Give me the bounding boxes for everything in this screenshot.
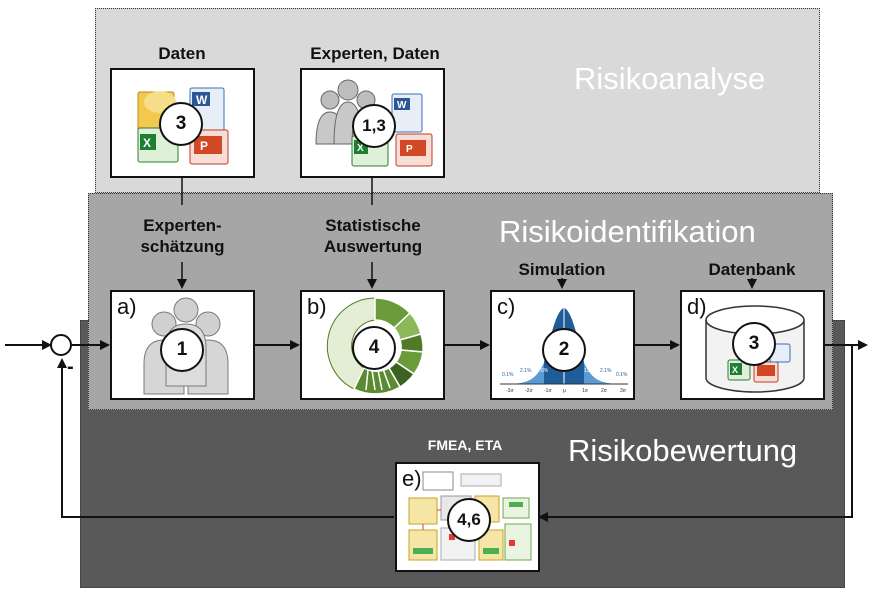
donut-chart-icon: [326, 297, 424, 395]
svg-text:X: X: [357, 143, 364, 154]
label-experten-daten: Experten, Daten: [310, 44, 440, 63]
feedback-in-arrow: [538, 345, 853, 522]
box-letter-a: a): [117, 294, 137, 319]
svg-text:W: W: [397, 100, 407, 111]
process-box-a: a) 1: [110, 290, 255, 400]
heading-fmea-eta: FMEA, ETA: [427, 437, 503, 453]
number-badge-e: 4,6: [447, 498, 491, 542]
pct-mid-right: 13.6%: [584, 368, 599, 374]
number-badge-c: 2: [542, 328, 586, 372]
box-letter-d: d): [687, 294, 707, 319]
pct-right-inner: 2.1%: [600, 368, 612, 374]
pct-mid-left: 13.6%: [534, 368, 549, 374]
svg-text:X: X: [732, 365, 738, 375]
process-box-c: c) 0.1% 2.1% 13.6% 13.6% 2.1% 0.1% -3σ -2…: [490, 290, 635, 400]
svg-text:P: P: [406, 144, 413, 155]
svg-text:X: X: [143, 136, 151, 150]
zone-title-identifikation: Risikoidentifikation: [499, 214, 756, 249]
junction-minus-sign: -: [67, 356, 74, 378]
label-daten: Daten: [158, 44, 206, 63]
number-badge-b: 4: [352, 326, 396, 370]
feedback-out-arrow: [57, 358, 394, 518]
process-box-e: e) 4,6: [395, 462, 540, 572]
pct-right-outer: 0.1%: [616, 372, 628, 378]
distribution-tick-label: -2σ: [525, 388, 533, 394]
method-line-2: schätzung: [140, 237, 225, 256]
box-letter-c: c): [497, 294, 516, 319]
heading-datenbank: Datenbank: [708, 260, 796, 279]
distribution-tick-label: -3σ: [506, 388, 514, 394]
number-badge-d: 3: [732, 322, 776, 366]
method-line-1: Experten-: [143, 216, 222, 235]
zone-title-analyse: Risikoanalyse: [574, 61, 766, 96]
distribution-tick-label: -1σ: [544, 388, 552, 394]
number-badge-experten-daten: 1,3: [352, 104, 396, 148]
svg-text:P: P: [200, 139, 208, 153]
number-badge-a: 1: [160, 328, 204, 372]
experts-data-box: W X P 1,3: [300, 68, 445, 178]
svg-text:W: W: [196, 93, 208, 107]
number-badge-daten: 3: [159, 102, 203, 146]
heading-simulation: Simulation: [518, 260, 606, 279]
distribution-tick-label: 3σ: [620, 388, 627, 394]
distribution-tick-label: 1σ: [582, 388, 589, 394]
process-box-d: d) X 3: [680, 290, 825, 400]
pct-left-outer: 0.1%: [502, 372, 514, 378]
zone-title-bewertung: Risikobewertung: [568, 433, 798, 468]
distribution-tick-label: 2σ: [601, 388, 608, 394]
method-label-expertenschaetzung: Experten- schätzung: [135, 215, 230, 257]
method-label-statistische-auswertung: Statistische Auswertung: [318, 215, 428, 257]
distribution-ticks: -3σ -2σ -1σ μ 1σ 2σ 3σ: [506, 388, 627, 394]
summing-junction: [50, 334, 72, 356]
box-letter-e: e): [402, 466, 422, 491]
method-line-1: Statistische: [325, 216, 421, 235]
distribution-tick-label: μ: [563, 388, 566, 394]
pct-left-inner: 2.1%: [520, 368, 532, 374]
data-sources-box: W X P 3: [110, 68, 255, 178]
box-letter-b: b): [307, 294, 327, 319]
process-box-b: b) 4: [300, 290, 445, 400]
method-line-2: Auswertung: [323, 237, 423, 256]
